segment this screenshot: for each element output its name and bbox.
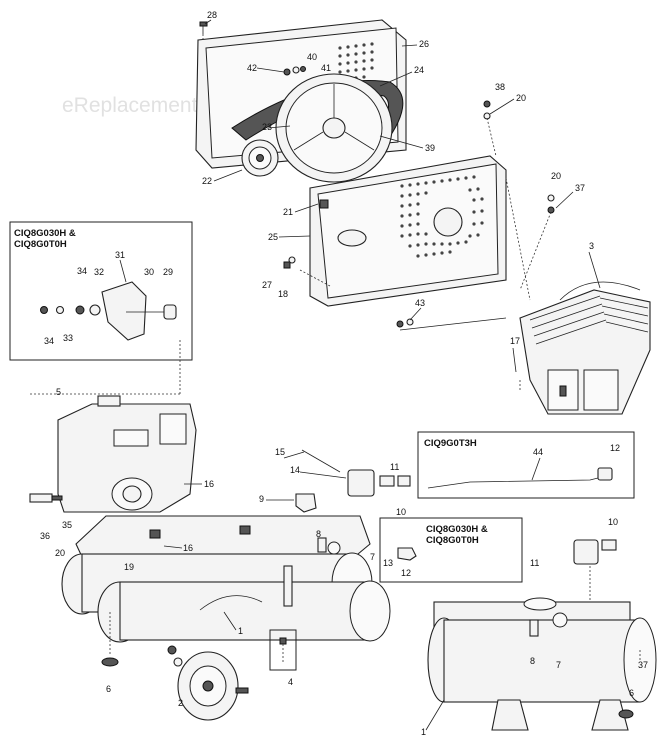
callout-leader-lines: [119, 19, 601, 731]
callout-10: 10: [396, 507, 406, 517]
callout-9: 9: [259, 494, 264, 504]
callout-27: 27: [262, 280, 272, 290]
inset-valve-variant: CIQ8G030H & CIQ8G0T0H: [379, 517, 523, 583]
callout-38: 38: [495, 82, 505, 92]
callout-7-b: 7: [556, 660, 561, 670]
callout-13: 13: [383, 558, 393, 568]
callout-37: 37: [575, 183, 585, 193]
inset-title-line2: CIQ8G0T0H: [14, 239, 67, 250]
leader-lines-top: [202, 34, 552, 392]
hardware-38-20[interactable]: [483, 100, 491, 120]
callout-23: 23: [262, 122, 272, 132]
callout-33: 33: [63, 333, 73, 343]
callout-6: 6: [106, 684, 111, 694]
safety-valve-horizontal[interactable]: [529, 612, 568, 637]
inset-hose-variant: CIQ9G0T3H: [417, 431, 635, 499]
gas-engine[interactable]: [57, 395, 197, 513]
compressor-pump[interactable]: [519, 281, 651, 415]
handle-hardware[interactable]: [269, 629, 297, 671]
callout-41: 41: [321, 63, 331, 73]
callout-1-b: 1: [421, 727, 426, 737]
safety-valve-twin[interactable]: [317, 537, 341, 555]
callout-2: 2: [178, 698, 183, 708]
inset-valve-title-2: CIQ8G0T0H: [426, 535, 479, 546]
motor-pulley[interactable]: [241, 139, 279, 177]
inset-title-line1: CIQ8G030H &: [14, 228, 76, 239]
muffler[interactable]: [29, 493, 63, 503]
callout-20: 20: [516, 93, 526, 103]
callout-5: 5: [56, 387, 61, 397]
rubber-foot-twin[interactable]: [101, 612, 119, 667]
callout-39: 39: [425, 143, 435, 153]
callout-16: 16: [204, 479, 214, 489]
callout-28: 28: [207, 10, 217, 20]
callout-3: 3: [589, 241, 594, 251]
callout-32: 32: [94, 267, 104, 277]
callout-40: 40: [307, 52, 317, 62]
twin-tank[interactable]: [61, 515, 391, 643]
callout-7: 7: [370, 552, 375, 562]
callout-42: 42: [247, 63, 257, 73]
callout-12: 12: [610, 443, 620, 453]
callout-26: 26: [419, 39, 429, 49]
callout-29: 29: [163, 267, 173, 277]
callout-20-c: 20: [55, 548, 65, 558]
callout-43: 43: [415, 298, 425, 308]
callout-35: 35: [62, 520, 72, 530]
callout-16-b: 16: [183, 543, 193, 553]
rubber-foot-horizontal[interactable]: [618, 650, 641, 719]
callout-8-b: 8: [530, 656, 535, 666]
callout-layer: 28 26 40 42 41 24 38 20 23 39 22 20 37 2…: [40, 10, 648, 737]
hardware-20-37[interactable]: [547, 194, 555, 214]
discharge-tube[interactable]: [301, 449, 341, 473]
callout-10-b: 10: [608, 517, 618, 527]
inset-engine-variant: CIQ8G030H & CIQ8G0T0H: [9, 221, 193, 361]
callout-19: 19: [124, 562, 134, 572]
callout-37-b: 37: [638, 660, 648, 670]
callout-15: 15: [275, 447, 285, 457]
inset-valve-title-1: CIQ8G030H &: [426, 524, 488, 535]
callout-24: 24: [414, 65, 424, 75]
check-valve[interactable]: [347, 469, 411, 497]
callout-25: 25: [268, 232, 278, 242]
front-belt-guard[interactable]: [309, 155, 507, 307]
screw-28[interactable]: [199, 21, 208, 34]
elbow-fitting[interactable]: [295, 493, 317, 513]
callout-34-b: 34: [44, 336, 54, 346]
tension-rod[interactable]: [396, 317, 507, 331]
callout-34: 34: [77, 266, 87, 276]
check-valve-horizontal[interactable]: [573, 539, 617, 600]
callout-11: 11: [390, 462, 399, 472]
fastener-40-41-42[interactable]: [283, 66, 306, 76]
inset-hose-title: CIQ9G0T3H: [424, 438, 477, 449]
callout-30: 30: [144, 267, 154, 277]
callout-8: 8: [316, 529, 321, 539]
callout-21: 21: [283, 207, 293, 217]
callout-20-b: 20: [551, 171, 561, 181]
callout-12-b: 12: [401, 568, 411, 578]
wheel[interactable]: [167, 645, 249, 721]
callout-18: 18: [278, 289, 288, 299]
callout-14: 14: [290, 465, 300, 475]
callout-4: 4: [288, 677, 293, 687]
flywheel[interactable]: [275, 73, 393, 183]
callout-1: 1: [238, 626, 243, 636]
callout-31: 31: [115, 250, 125, 260]
callout-6-b: 6: [629, 688, 634, 698]
callout-11-b: 11: [530, 558, 539, 568]
callout-36: 36: [40, 531, 50, 541]
fastener-27-18[interactable]: [283, 256, 296, 269]
callout-44: 44: [533, 447, 543, 457]
callout-22: 22: [202, 176, 212, 186]
callout-17: 17: [510, 336, 520, 346]
horizontal-tank[interactable]: [427, 597, 657, 731]
